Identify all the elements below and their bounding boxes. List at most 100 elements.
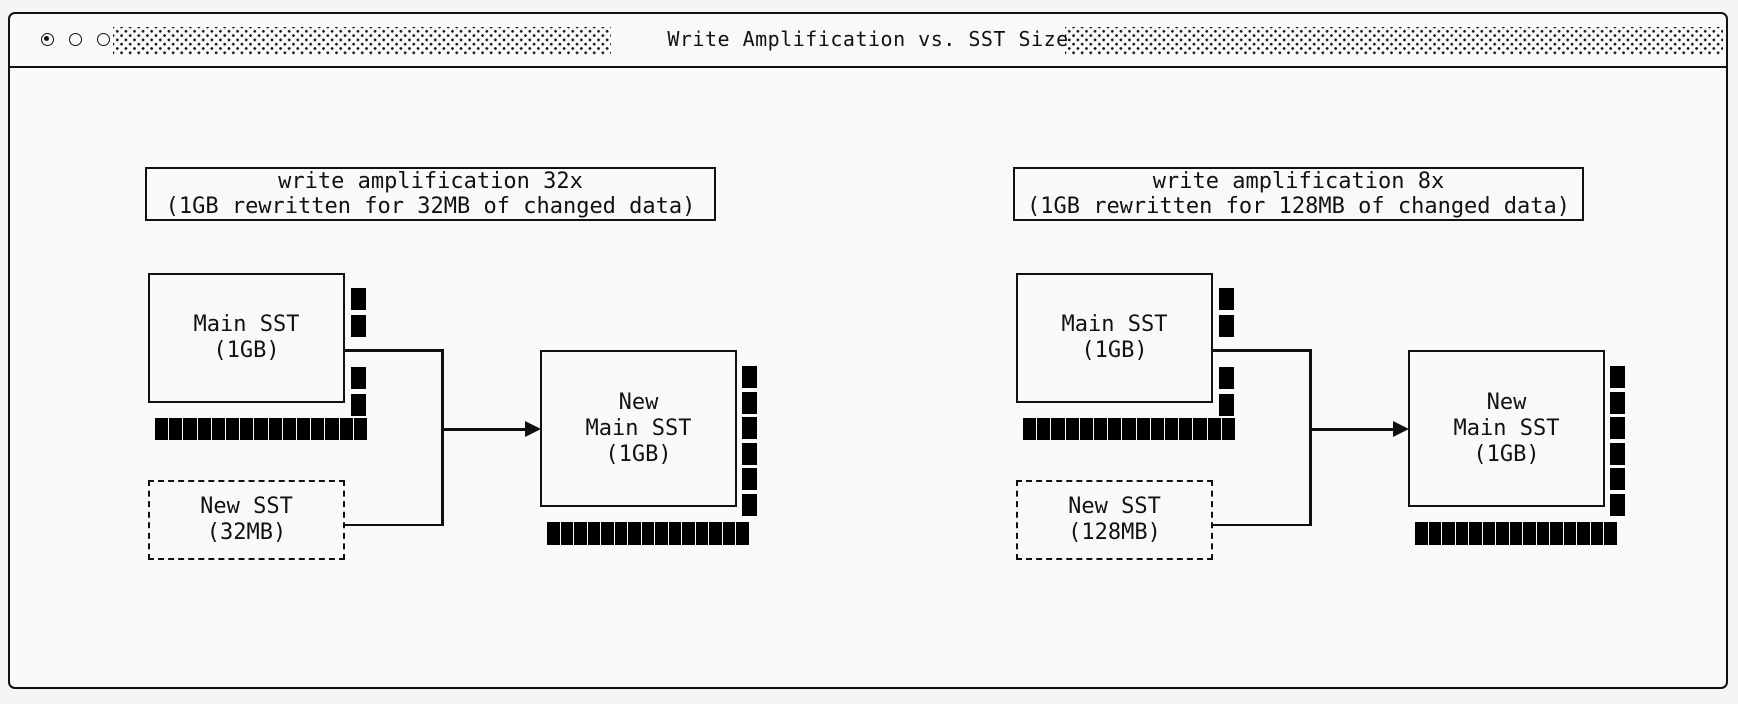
- merge-arrow-shaft: [1311, 428, 1395, 431]
- main-sst-data-row: [155, 418, 368, 440]
- block-cell: [742, 442, 757, 465]
- block-cell: [1442, 522, 1455, 545]
- new-main-sst-box: New Main SST (1GB): [540, 350, 737, 507]
- caption-line2: (1GB rewritten for 128MB of changed data…: [1026, 194, 1571, 219]
- block-cell: [1219, 367, 1234, 389]
- block-cell: [1610, 468, 1625, 490]
- panel-32x: write amplification 32x (1GB rewritten f…: [145, 167, 757, 560]
- block-cell: [254, 418, 268, 440]
- block-cell: [1023, 418, 1037, 440]
- titlebar-hatch-right: [1065, 27, 1723, 55]
- block-cell: [742, 493, 757, 516]
- block-cell: [1523, 522, 1536, 545]
- main-sst-box: Main SST (1GB): [1016, 273, 1213, 403]
- block-cell: [1193, 418, 1207, 440]
- block-cell: [1165, 418, 1179, 440]
- block-cell: [351, 288, 366, 310]
- block-cell: [1610, 391, 1625, 414]
- main-sst-box: Main SST (1GB): [148, 273, 345, 403]
- block-cell: [211, 418, 226, 440]
- block-cell: [282, 418, 297, 440]
- block-cell: [628, 522, 641, 545]
- block-cell: [325, 418, 339, 440]
- main-sst-data-row: [1023, 418, 1236, 440]
- changed-blocks-lower: [1219, 367, 1234, 416]
- block-cell: [601, 522, 614, 545]
- new-main-data-row: [547, 522, 749, 545]
- block-cell: [655, 522, 668, 545]
- block-cell: [587, 522, 601, 545]
- arrow-head-icon: [1393, 421, 1409, 437]
- block-cell: [1496, 522, 1509, 545]
- block-cell: [1051, 418, 1065, 440]
- block-cell: [1482, 522, 1496, 545]
- new-sst-name: New SST: [200, 494, 293, 519]
- main-sst-size: (1GB): [213, 338, 280, 363]
- block-cell: [183, 418, 197, 440]
- connector-newsst-out: [345, 523, 443, 526]
- block-cell: [351, 367, 366, 389]
- connector-merge-vertical: [441, 349, 444, 526]
- changed-blocks-upper: [1219, 288, 1234, 337]
- block-cell: [197, 418, 211, 440]
- block-cell: [297, 418, 311, 440]
- block-cell: [1179, 418, 1193, 440]
- changed-blocks-lower: [351, 367, 366, 416]
- new-sst-name: New SST: [1068, 494, 1161, 519]
- block-cell: [240, 418, 254, 440]
- block-cell: [560, 522, 574, 545]
- block-cell: [574, 522, 587, 545]
- connector-merge-vertical: [1309, 349, 1312, 526]
- new-main-sst-line2: Main SST: [585, 415, 692, 441]
- block-cell: [1415, 522, 1428, 545]
- block-cell: [155, 418, 169, 440]
- block-cell: [547, 522, 560, 545]
- block-cell: [1094, 418, 1108, 440]
- block-cell: [1079, 418, 1094, 440]
- block-cell: [742, 417, 757, 439]
- block-cell: [1455, 522, 1469, 545]
- block-cell: [1065, 418, 1079, 440]
- connector-newsst-out: [1213, 523, 1311, 526]
- block-cell: [1136, 418, 1150, 440]
- block-cell: [1509, 522, 1523, 545]
- block-cell: [1207, 418, 1221, 440]
- block-cell: [641, 522, 655, 545]
- caption-box: write amplification 8x (1GB rewritten fo…: [1013, 167, 1584, 221]
- block-cell: [1219, 314, 1234, 337]
- block-cell: [1610, 493, 1625, 516]
- block-cell: [742, 391, 757, 414]
- block-cell: [1469, 522, 1482, 545]
- block-cell: [736, 522, 749, 545]
- new-main-sst-line1: New: [1486, 389, 1527, 415]
- block-cell: [1590, 522, 1604, 545]
- new-main-sst-line2: Main SST: [1453, 415, 1560, 441]
- block-cell: [1610, 442, 1625, 465]
- block-cell: [722, 522, 736, 545]
- block-cell: [1037, 418, 1051, 440]
- block-cell: [1536, 522, 1550, 545]
- window-control-icon[interactable]: [69, 33, 82, 46]
- block-cell: [1221, 418, 1236, 440]
- arrow-head-icon: [525, 421, 541, 437]
- connector-main-out: [345, 349, 443, 352]
- block-cell: [351, 314, 366, 337]
- new-main-data-column: [742, 366, 757, 516]
- main-sst-name: Main SST: [193, 312, 300, 337]
- block-cell: [311, 418, 325, 440]
- block-cell: [169, 418, 183, 440]
- titlebar-hatch-left: [113, 27, 611, 55]
- block-cell: [268, 418, 282, 440]
- window-control-icon[interactable]: [97, 33, 110, 46]
- new-sst-size: (128MB): [1068, 520, 1161, 545]
- block-cell: [1150, 418, 1165, 440]
- block-cell: [1610, 366, 1625, 388]
- new-sst-size: (32MB): [206, 520, 287, 545]
- panel-8x: write amplification 8x (1GB rewritten fo…: [868, 0, 1738, 704]
- block-cell: [1577, 522, 1590, 545]
- block-cell: [353, 418, 368, 440]
- block-cell: [1122, 418, 1136, 440]
- merge-arrow-shaft: [443, 428, 527, 431]
- window-control-dot-icon[interactable]: [41, 33, 54, 46]
- new-main-sst-line3: (1GB): [605, 441, 672, 467]
